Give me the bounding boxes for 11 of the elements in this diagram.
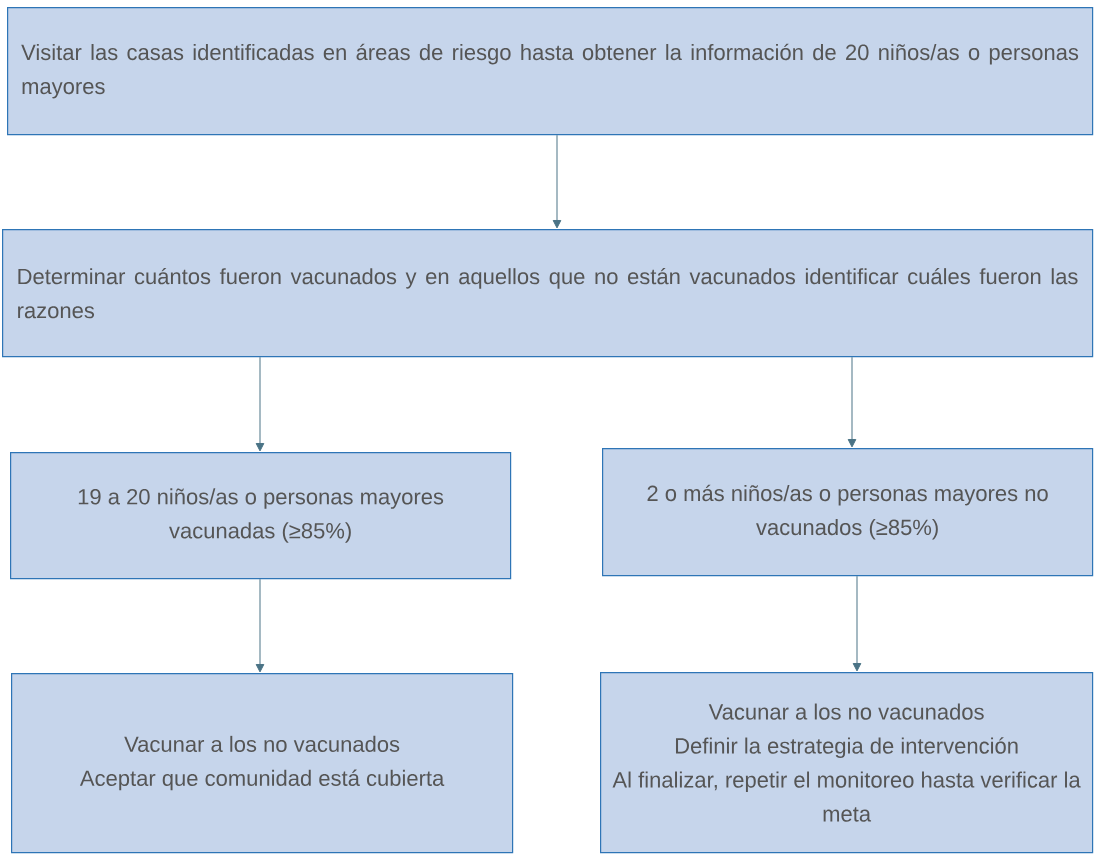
arrow <box>255 578 265 673</box>
arrow <box>847 356 857 448</box>
process-box: Visitar las casas identificadas en áreas de riesgo hasta obtener la información de 20 niños/as o personas mayores <box>7 7 1094 136</box>
arrow <box>852 575 862 672</box>
process-box: 2 o más niños/as o personas mayores no vacunados (≥85%) <box>602 448 1094 577</box>
process-box: 19 a 20 niños/as o personas mayores vacunadas (≥85%) <box>10 452 512 580</box>
process-box: Determinar cuántos fueron vacunados y en aquellos que no están vacunados identificar cuáles fueron las razones <box>2 229 1094 358</box>
arrow <box>255 356 265 452</box>
process-box: Vacunar a los no vacunados Definir la estrategia de intervención Al finalizar, repetir el monitoreo hasta verificar la meta <box>600 672 1094 854</box>
arrow <box>552 134 562 229</box>
process-box: Vacunar a los no vacunados Aceptar que comunidad está cubierta <box>11 673 514 854</box>
